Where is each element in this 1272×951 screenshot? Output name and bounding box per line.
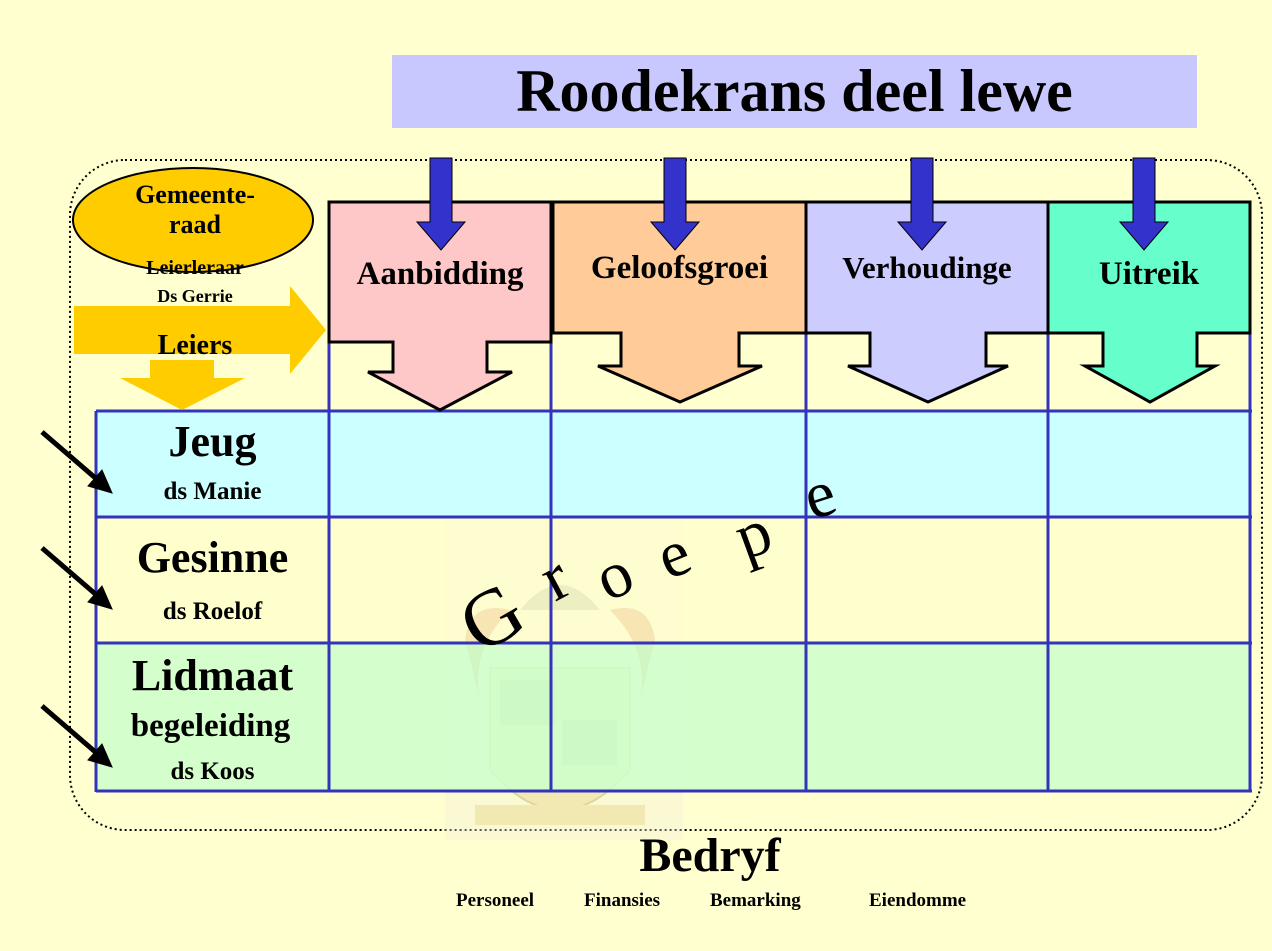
row-band-jeug — [96, 411, 1250, 517]
council-label-line1: Gemeente- — [135, 180, 255, 209]
footer-item-bemarking: Bemarking — [710, 890, 801, 911]
footer-item-personeel: Personeel — [456, 890, 535, 911]
lead-pastor-name: Ds Gerrie — [157, 286, 233, 306]
column-label-geloofsgroei: Geloofsgroei — [590, 250, 769, 286]
row-pointer-arrows — [40, 430, 113, 768]
council-label: Gemeente- raad — [100, 180, 290, 240]
footer-item-finansies: Finansies — [584, 890, 661, 911]
row-label-lidmaat: Lidmaat — [131, 651, 294, 700]
council-ellipse — [72, 167, 314, 273]
down-arrow-icon — [1118, 157, 1170, 251]
row-leader-lidmaat: ds Koos — [170, 758, 255, 785]
column-arrow-uitreik — [1046, 200, 1252, 404]
footer-item-eiendomme: Eiendomme — [869, 890, 967, 911]
down-arrow-icon — [415, 157, 467, 251]
row-leader-gesinne: ds Roelof — [162, 598, 263, 625]
title-down-arrows — [415, 157, 1170, 251]
down-arrow-icon — [649, 157, 701, 251]
row-leader-jeug: ds Manie — [163, 478, 262, 505]
row-label-jeug: Jeug — [168, 417, 257, 466]
row-band-lidmaat — [96, 643, 1250, 791]
row-label-lidmaat-line2: begeleiding — [130, 708, 291, 744]
leaders-label: Leiers — [157, 330, 233, 361]
council-label-line2: raad — [169, 210, 221, 239]
leaders-right-arrow — [74, 286, 326, 374]
leaders-down-arrow — [120, 360, 245, 410]
column-label-aanbidding: Aanbidding — [356, 256, 524, 292]
footer-title: Bedryf — [639, 829, 781, 882]
down-arrow-icon — [896, 157, 948, 251]
column-label-uitreik: Uitreik — [1098, 256, 1200, 292]
row-band-gesinne — [96, 517, 1250, 643]
column-arrow-aanbidding — [327, 200, 553, 412]
page-title: Roodekrans deel lewe — [392, 55, 1197, 128]
row-label-gesinne: Gesinne — [136, 533, 289, 582]
column-label-verhoudinge: Verhoudinge — [842, 250, 1012, 285]
lead-pastor-role: Leierleraar — [146, 257, 244, 279]
